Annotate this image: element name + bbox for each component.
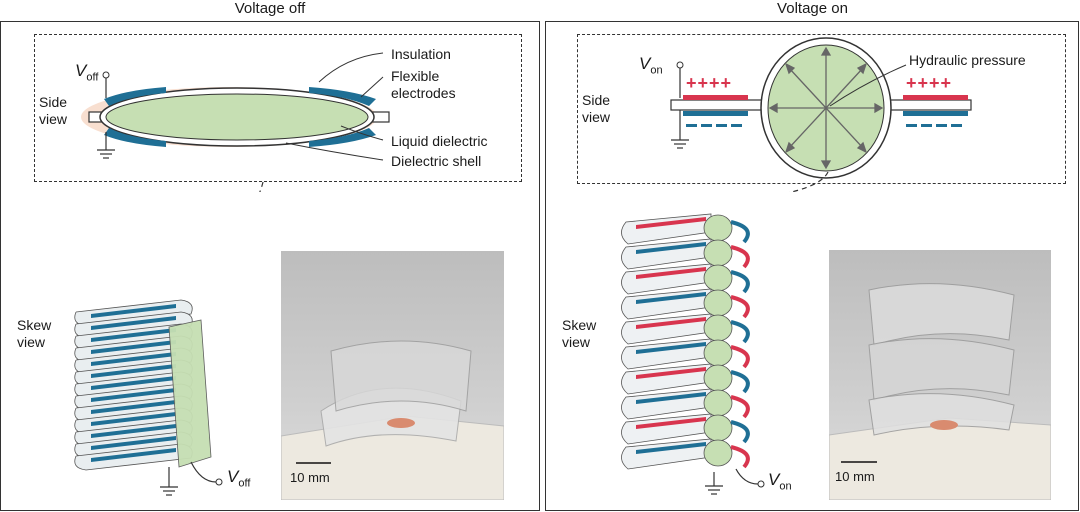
leader-shell <box>285 142 384 161</box>
ground-icon <box>671 139 689 149</box>
v-on-label-side: Von <box>639 54 663 77</box>
electrode-strip <box>636 317 706 329</box>
electrode-strip <box>91 436 176 450</box>
electrode-top-left-red <box>683 95 748 100</box>
skew-view-label: Skew view <box>17 317 52 350</box>
electrode-strip <box>91 400 176 414</box>
liquid-pouch <box>703 264 733 292</box>
electrode-strip <box>91 364 176 378</box>
ground-icon <box>705 485 723 495</box>
electrode-strip <box>636 217 706 229</box>
side-view-label: Side view <box>39 94 68 127</box>
electrode-strip <box>730 395 750 419</box>
electrode-strip <box>730 420 750 444</box>
leader-hydraulic-pressure <box>829 64 907 107</box>
liquid-pouch <box>703 214 733 242</box>
electrode-strip <box>91 340 176 354</box>
positive-charge-marks-right: ++++ <box>906 73 953 93</box>
liquid-dielectric <box>105 93 369 141</box>
pressure-arrows <box>768 46 884 170</box>
v-off-label-skew: Voff <box>227 467 251 490</box>
electrode-strip <box>636 392 706 404</box>
electrode-strip <box>636 292 706 304</box>
left-panel-title: Voltage off <box>234 0 306 17</box>
voltage-off-panel: Side view Skew view Voff I <box>0 21 540 511</box>
electrode-strip <box>91 304 176 318</box>
voltage-terminal-icon <box>102 71 110 79</box>
voltage-on-panel: Side view Skew view <box>545 21 1079 511</box>
actuator-photo-on: 10 mm <box>829 250 1051 500</box>
electrode-strip <box>730 345 750 369</box>
electrode-strip <box>636 342 706 354</box>
skew-view-diagram-on <box>621 213 765 495</box>
leader-electrodes <box>360 76 384 98</box>
electrode-strip <box>91 352 176 366</box>
electrode-strip <box>636 442 706 454</box>
skew-view-diagram-off <box>74 299 223 496</box>
ground-icon <box>97 149 115 159</box>
electrode-top-right-red <box>903 95 968 100</box>
electrode-strip <box>91 388 176 402</box>
callout-liquid-dielectric: Liquid dielectric <box>391 133 488 149</box>
voltage-terminal-icon <box>676 61 684 69</box>
liquid-pouch <box>703 439 733 467</box>
electrode-strip <box>730 270 750 294</box>
side-view-diagram-off <box>81 52 390 192</box>
electrode-strip <box>636 417 706 429</box>
electrode-strip <box>730 295 750 319</box>
skew-view-label: Skew view <box>562 317 597 350</box>
side-view-box <box>34 34 522 182</box>
electrode-strip <box>730 370 750 394</box>
callout-insulation: Insulation <box>391 46 451 62</box>
liquid-column <box>168 319 212 468</box>
electrode-bottom-left <box>104 128 166 147</box>
liquid-pouch <box>703 364 733 392</box>
electrode-strip <box>91 316 176 330</box>
electrode-strip <box>730 245 750 269</box>
electrode-strip <box>91 328 176 342</box>
ground-icon <box>160 486 178 496</box>
voltage-terminal-icon <box>215 478 223 486</box>
callout-flexible-electrodes: Flexible electrodes <box>391 68 456 101</box>
electrode-strip <box>636 267 706 279</box>
liquid-pouch <box>703 414 733 442</box>
electrode-bottom-left-blue <box>683 111 748 116</box>
connector-dashed-line <box>259 181 264 192</box>
liquid-pouch <box>703 314 733 342</box>
electrode-strip <box>730 220 750 244</box>
right-panel-title: Voltage on <box>777 0 848 17</box>
scale-bar-label: 10 mm <box>290 470 330 485</box>
side-view-diagram-on <box>670 37 972 192</box>
electrode-top-right <box>309 87 376 106</box>
electrode-strip <box>636 242 706 254</box>
electrode-bottom-right-blue <box>903 111 968 116</box>
callout-dielectric-shell: Dielectric shell <box>391 153 482 169</box>
leader-insulation <box>318 52 384 83</box>
electrode-strip <box>730 445 750 469</box>
scale-bar-label: 10 mm <box>835 469 875 484</box>
electrode-strip <box>636 367 706 379</box>
electrode-strip <box>91 376 176 390</box>
leader-liquid <box>340 125 384 141</box>
liquid-pouch <box>703 239 733 267</box>
electrode-strip <box>91 424 176 438</box>
callout-hydraulic-pressure: Hydraulic pressure <box>909 52 1026 68</box>
positive-charge-marks-left: ++++ <box>686 73 733 93</box>
liquid-pouch <box>703 389 733 417</box>
voltage-terminal-icon <box>757 480 765 488</box>
electrode-top-left <box>104 87 166 106</box>
liquid-pouch <box>703 339 733 367</box>
electrode-strip <box>91 412 176 426</box>
side-view-box <box>577 34 1066 184</box>
side-view-label: Side view <box>582 92 611 125</box>
actuator-photo-off: 10 mm <box>281 251 504 500</box>
negative-charge-marks <box>686 124 962 127</box>
electrode-strip <box>730 320 750 344</box>
v-off-label-side: Voff <box>75 61 99 84</box>
liquid-pouch <box>703 289 733 317</box>
v-on-label-skew: Von <box>768 470 792 493</box>
electrode-strip <box>91 448 176 462</box>
